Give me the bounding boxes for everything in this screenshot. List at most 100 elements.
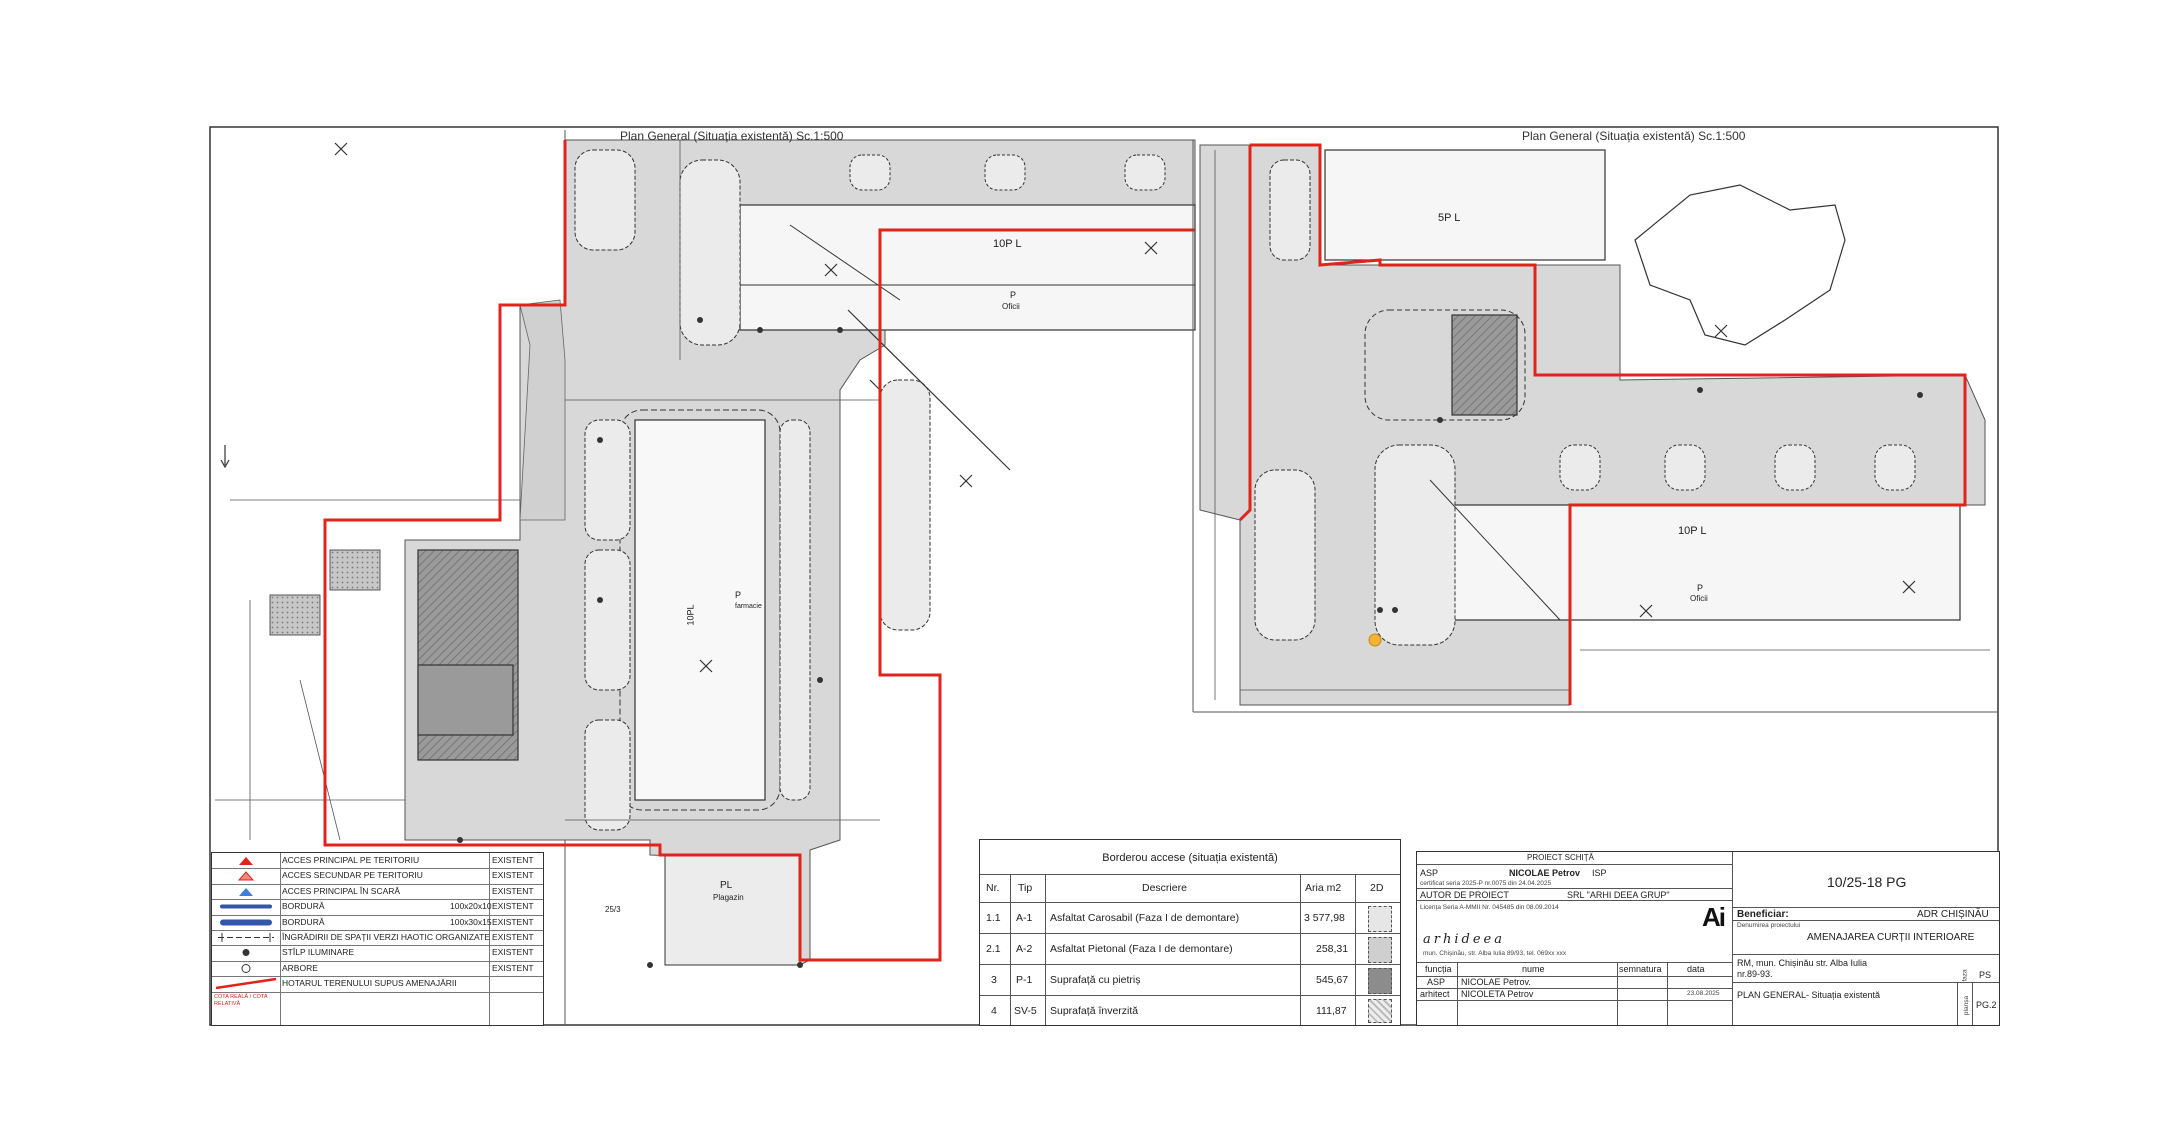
- boundary-right: [1250, 143, 1967, 705]
- row-nr: 2.1: [986, 943, 1001, 955]
- legend-row: STÎLP ILUMINARE EXISTENT: [212, 945, 543, 962]
- project-name: AMENAJAREA CURȚII INTERIOARE: [1807, 932, 1975, 943]
- header-nr: Nr.: [986, 882, 1000, 894]
- beneficiar-label: Beneficiar:: [1737, 909, 1789, 920]
- label-right-5pl: 5P L: [1438, 212, 1461, 224]
- row-aria: 111,87: [1316, 1005, 1347, 1017]
- legend-status: EXISTENT: [492, 932, 534, 942]
- swatch-inverzita: [1368, 999, 1392, 1023]
- legend-label: STÎLP ILUMINARE: [282, 947, 355, 958]
- label-left-10pl: 10P L: [993, 238, 1022, 250]
- legend-row: BORDURĂ 100x20x10 EXISTENT: [212, 899, 543, 916]
- tree-icon: [241, 963, 251, 973]
- author-name: NICOLAE Petrov: [1509, 868, 1581, 878]
- legend-label: ACCES PRINCIPAL PE TERITORIU: [282, 855, 420, 865]
- fence-symbol: [218, 933, 274, 942]
- project-code: 10/25-18 PG: [1827, 874, 1907, 890]
- legend-status: EXISTENT: [492, 855, 534, 865]
- project-stage: PROIECT SCHIȚĂ: [1527, 853, 1594, 862]
- acces-scara-symbol: [239, 887, 253, 896]
- signature-logo: arhideea: [1423, 932, 1505, 947]
- boundary-left: [323, 140, 1195, 962]
- legend-status: EXISTENT: [492, 885, 534, 896]
- header-descriere: Descriere: [1142, 882, 1187, 894]
- legend-row: HOTARUL TERENULUI SUPUS AMENAJĂRII: [212, 976, 543, 993]
- legend-row: BORDURĂ 100x30x15 EXISTENT: [212, 915, 543, 931]
- col-functia: funcția: [1425, 964, 1452, 974]
- legend-row: ACCES PRINCIPAL ÎN SCARĂ EXISTENT: [212, 884, 543, 901]
- cota-label: COTA REALĂ / COTA RELATIVĂ: [214, 994, 268, 1007]
- row-tip: SV-5: [1014, 1005, 1037, 1017]
- col-nume: nume: [1522, 964, 1545, 974]
- company: SRL "ARHI DEEA GRUP": [1567, 890, 1670, 900]
- label-mid-10pl: 10PL: [685, 604, 696, 626]
- stage-code: PS: [1979, 970, 1992, 980]
- label-left-p: P: [1010, 290, 1017, 300]
- row2-func: arhitect: [1420, 989, 1450, 999]
- building-5pl: [1324, 149, 1606, 261]
- header-2d: 2D: [1370, 882, 1384, 894]
- title-block: PROIECT SCHIȚĂ ASP NICOLAE Petrov ISP ce…: [1416, 851, 2000, 1026]
- legend-label: ÎNGRĂDIRII DE SPAȚII VERZI HAOTIC ORGANI…: [282, 932, 490, 942]
- row-aria: 3 577,98: [1304, 912, 1345, 924]
- legend-row: ACCES SECUNDAR PE TERITORIU EXISTENT: [212, 868, 543, 885]
- legend-status: EXISTENT: [492, 870, 534, 881]
- row-descriere: Suprafață cu pietriș: [1050, 974, 1141, 986]
- legend-row: ARBORE EXISTENT: [212, 961, 543, 978]
- swatch-asfalt-pietonal: [1368, 937, 1392, 963]
- address-line2: nr.89-93.: [1737, 969, 1773, 979]
- beneficiar-value: ADR CHIȘINĂU: [1917, 909, 1989, 920]
- legend-status: EXISTENT: [492, 962, 534, 973]
- label-plagazin: Plagazin: [713, 893, 744, 902]
- row1-func: ASP: [1427, 977, 1446, 987]
- legend-row: ACCES PRINCIPAL PE TERITORIU EXISTENT: [212, 853, 543, 870]
- label-left-oficii: Oficii: [1002, 302, 1020, 311]
- swatch-pietris: [1368, 968, 1392, 994]
- legend-status: EXISTENT: [492, 916, 534, 927]
- lamp-icon: [242, 949, 250, 957]
- row-tip: A-2: [1016, 943, 1033, 955]
- label-right-p: P: [1697, 583, 1704, 593]
- legend-label: BORDURĂ: [282, 901, 325, 912]
- acces-principal-symbol: [239, 857, 253, 865]
- legend-row: ÎNGRĂDIRII DE SPAȚII VERZI HAOTIC ORGANI…: [212, 930, 543, 947]
- row-descriere: Asfaltat Carosabil (Faza I de demontare): [1050, 912, 1240, 924]
- legend-label: ARBORE: [282, 962, 318, 973]
- legend-dim: 100x20x10: [450, 901, 492, 912]
- col-data: data: [1687, 964, 1705, 974]
- header-aria: Aria m2: [1305, 882, 1342, 894]
- row-descriere: Suprafață înverzită: [1050, 1005, 1139, 1017]
- legend-label: ACCES SECUNDAR PE TERITORIU: [282, 870, 423, 881]
- right-plan: [1192, 140, 1998, 713]
- label-right-oficii: Oficii: [1690, 594, 1708, 603]
- row2-name: NICOLETA Petrov: [1461, 989, 1534, 999]
- asp-label: ASP: [1420, 868, 1439, 878]
- sheet-label: PLAN GENERAL- Situația existentă: [1737, 990, 1881, 1000]
- right-plan-title: Plan General (Situația existentă) Sc.1:5…: [1522, 129, 1746, 143]
- row-descriere: Asfaltat Pietonal (Faza I de demontare): [1050, 943, 1233, 955]
- left-plan: [215, 130, 1196, 1025]
- left-plan-title: Plan General (Situația existentă) Sc.1:5…: [620, 129, 844, 143]
- legend-label: BORDURĂ: [282, 916, 325, 927]
- swatch-asfalt-carosabil: [1368, 906, 1392, 932]
- row-nr: 4: [991, 1005, 997, 1017]
- logo: Ai: [1702, 902, 1726, 932]
- borderou-title: Borderou accese (situația existentă): [1102, 852, 1278, 864]
- building-farmacie: [634, 419, 766, 801]
- building-plagazin: [664, 854, 801, 966]
- row1-name: NICOLAE Petrov.: [1461, 977, 1531, 987]
- plansa-label: planșa: [1963, 995, 1971, 1016]
- row-nr: 3: [991, 974, 997, 986]
- small-address: mun. Chișinău, str. Alba Iulia 89/93, te…: [1423, 950, 1567, 957]
- project-name-label: Denumirea proiectului: [1737, 922, 1801, 929]
- col-semnatura: semnatura: [1619, 964, 1662, 974]
- row-tip: A-1: [1016, 912, 1033, 924]
- building-oficii-left: [739, 204, 1196, 331]
- certificate: certificat seria 2025-P nr.0075 din 24.0…: [1420, 880, 1552, 887]
- row-tip: P-1: [1016, 974, 1033, 986]
- legend-label: HOTARUL TERENULUI SUPUS AMENAJĂRII: [282, 978, 457, 989]
- legend-table: ACCES PRINCIPAL PE TERITORIU EXISTENT AC…: [211, 852, 544, 1026]
- acces-secundar-symbol: [237, 871, 255, 881]
- row-nr: 1.1: [986, 912, 1001, 924]
